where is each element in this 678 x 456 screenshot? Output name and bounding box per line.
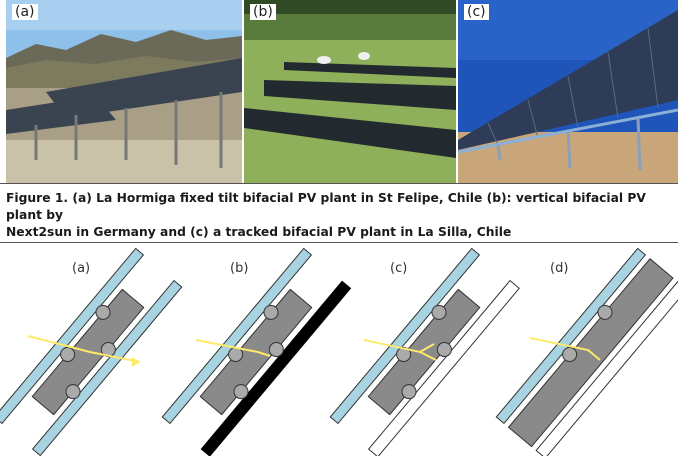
diagram-d: (d) — [495, 248, 678, 456]
bifacial-cross-section-diagrams: (a) (b) (c) (d) — [0, 248, 678, 456]
photo-label-a: (a) — [12, 4, 38, 20]
caption-top-rule — [0, 183, 678, 184]
diagram-b: (b) — [161, 248, 352, 456]
photo-la-hormiga: (a) — [6, 0, 242, 183]
front-glass-a — [0, 248, 145, 425]
caption-line-1: Figure 1. (a) La Hormiga fixed tilt bifa… — [6, 191, 646, 222]
figure-caption: Figure 1. (a) La Hormiga fixed tilt bifa… — [6, 190, 672, 241]
rear-glass-a — [31, 279, 183, 456]
white-backsheet-d — [535, 281, 678, 456]
photo-row: (a) (b) — [0, 0, 678, 183]
diagram-label-a: (a) — [72, 261, 90, 276]
photo-next2sun: (b) — [244, 0, 456, 183]
light-ray-b — [195, 339, 271, 357]
caption-bottom-rule — [0, 242, 678, 243]
white-backsheet-c — [367, 279, 520, 456]
photo-label-c: (c) — [464, 4, 489, 20]
diagram-label-d: (d) — [550, 261, 568, 276]
photo-label-b: (b) — [250, 4, 276, 20]
photo-la-silla: (c) — [458, 0, 678, 183]
light-ray-d — [529, 337, 601, 361]
light-ray-a — [27, 335, 141, 363]
black-backsheet-b — [200, 280, 352, 456]
diagram-label-c: (c) — [390, 261, 407, 276]
caption-line-2: Next2sun in Germany and (c) a tracked bi… — [6, 225, 512, 239]
diagram-label-b: (b) — [230, 261, 248, 276]
diagram-c: (c) — [329, 248, 520, 456]
diagram-a: (a) — [0, 248, 183, 456]
